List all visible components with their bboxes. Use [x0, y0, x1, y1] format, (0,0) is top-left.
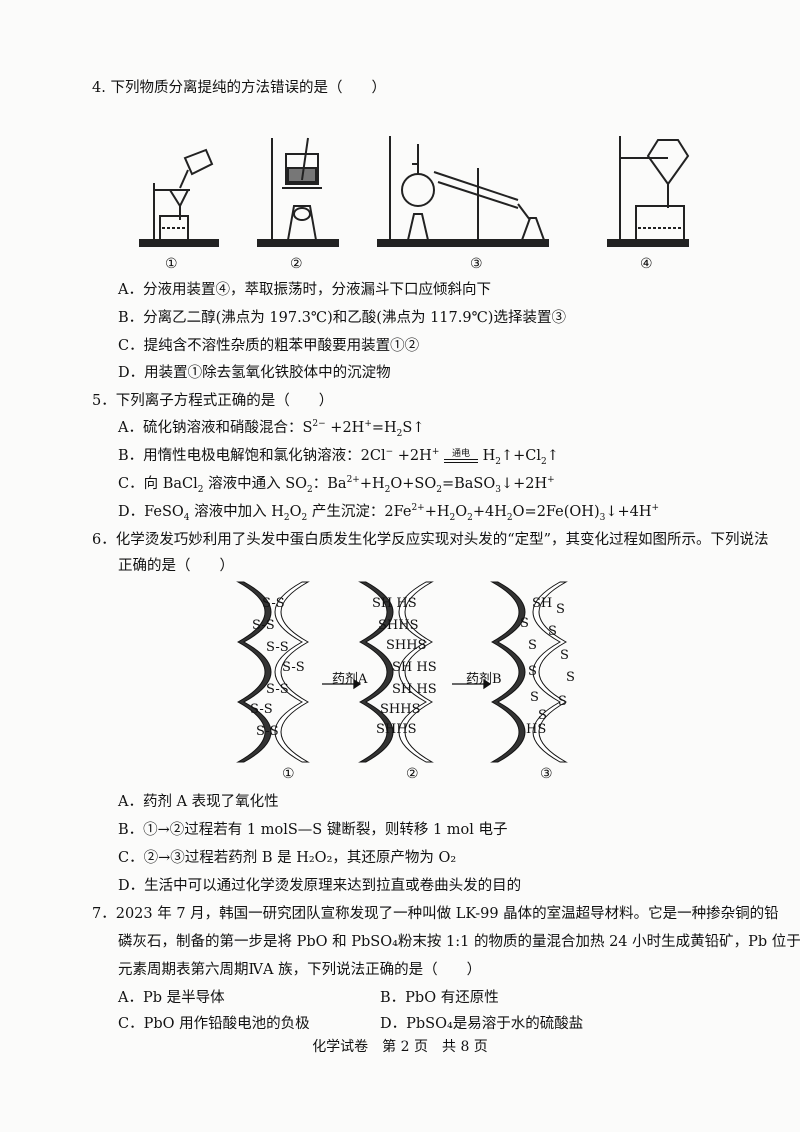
question-4-stem: 4. 下列物质分离提纯的方法错误的是（ ）	[92, 80, 386, 96]
q5-option-b: B．用惰性电极电解饱和氯化钠溶液：2Cl− +2H+ 通电 H2↑+Cl2↑	[118, 447, 559, 467]
bond-label: SHHS	[378, 618, 419, 633]
bond-label: SH HS	[392, 660, 437, 675]
bond-label: S	[520, 616, 529, 631]
q6-option-d: D．生活中可以通过化学烫发原理来达到拉直或卷曲头发的目的	[118, 878, 522, 894]
agent-a-label: 药剂A	[332, 672, 368, 687]
bond-label: S	[548, 624, 557, 639]
apparatus-4-separatory-funnel	[607, 136, 690, 247]
q5-option-c: C．向 BaCl2 溶液中通入 SO2：Ba2++H2O+SO2=BaSO3↓+…	[118, 475, 555, 495]
bond-label: S	[558, 694, 567, 709]
bond-label: S-S	[252, 618, 275, 633]
q5-option-a: A．硫化钠溶液和硝酸混合：S2− +2H+=H2S↑	[118, 419, 425, 439]
apparatus-label-4: ④	[640, 256, 653, 272]
question-7-stem-3: 元素周期表第六周期ⅣA 族，下列说法正确的是（ ）	[118, 962, 482, 978]
q7-option-b: B．PbO 有还原性	[380, 990, 499, 1006]
hair-helix-figure	[236, 581, 568, 763]
q4-option-c: C．提纯含不溶性杂质的粗苯甲酸要用装置①②	[118, 338, 420, 354]
question-6-stem-2: 正确的是（ ）	[118, 558, 234, 574]
bond-label: S-S	[266, 682, 289, 697]
helix-label-2: ②	[406, 766, 419, 782]
q5-option-d: D．FeSO4 溶液中加入 H2O2 产生沉淀：2Fe2++H2O2+4H2O=…	[118, 503, 660, 523]
bond-label: SHHS	[376, 722, 417, 737]
q7-option-c: C．PbO 用作铅酸电池的负极	[118, 1016, 310, 1032]
q6-option-a: A．药剂 A 表现了氧化性	[118, 794, 279, 810]
bond-label: SH HS	[372, 596, 417, 611]
q6-option-c: C．②→③过程若药剂 B 是 H₂O₂，其还原产物为 O₂	[118, 850, 457, 866]
bond-label: S	[528, 638, 537, 653]
bond-label: S-S	[282, 660, 305, 675]
q6-option-b: B．①→②过程若有 1 molS—S 键断裂，则转移 1 mol 电子	[118, 822, 508, 838]
q4-option-b: B．分离乙二醇(沸点为 197.3℃)和乙酸(沸点为 117.9℃)选择装置③	[118, 310, 566, 326]
bond-label: S	[560, 648, 569, 663]
apparatus-2-heating	[257, 137, 339, 247]
question-7-stem-1: 7．2023 年 7 月，韩国一研究团队宣称发现了一种叫做 LK-99 晶体的室…	[92, 906, 779, 922]
apparatus-figure	[139, 136, 690, 247]
agent-b-label: 药剂B	[466, 672, 502, 687]
bond-label: S-S	[250, 702, 273, 717]
q4-option-d: D．用装置①除去氢氧化铁胶体中的沉淀物	[118, 365, 391, 381]
question-6-stem-1: 6．化学烫发巧妙利用了头发中蛋白质发生化学反应实现对头发的“定型”，其变化过程如…	[92, 532, 769, 548]
bond-label: S-S	[266, 640, 289, 655]
q7-option-a: A．Pb 是半导体	[118, 990, 225, 1006]
page-footer: 化学试卷 第 2 页 共 8 页	[312, 1039, 488, 1055]
bond-label: HS	[526, 722, 547, 737]
bond-label: S	[538, 708, 547, 723]
bond-label: S-S	[262, 596, 285, 611]
question-7-stem-2: 磷灰石，制备的第一步是将 PbO 和 PbSO₄粉末按 1:1 的物质的量混合加…	[118, 934, 800, 950]
bond-label: S	[528, 664, 537, 679]
apparatus-label-2: ②	[290, 256, 303, 272]
bond-label: S	[530, 690, 539, 705]
helix-label-1: ①	[282, 766, 295, 782]
bond-label: SHHS	[386, 638, 427, 653]
q4-option-a: A．分液用装置④，萃取振荡时，分液漏斗下口应倾斜向下	[118, 282, 491, 298]
apparatus-1-filtration	[139, 148, 219, 247]
question-5-stem: 5．下列离子方程式正确的是（ ）	[92, 393, 334, 409]
bond-label: SH HS	[392, 682, 437, 697]
apparatus-label-3: ③	[470, 256, 483, 272]
apparatus-label-1: ①	[165, 256, 178, 272]
bond-label: SHHS	[380, 702, 421, 717]
q7-option-d: D．PbSO₄是易溶于水的硫酸盐	[380, 1016, 584, 1032]
bond-label: S	[556, 602, 565, 617]
apparatus-3-distillation	[377, 136, 549, 247]
helix-label-3: ③	[540, 766, 553, 782]
bond-label: SH	[532, 596, 553, 611]
bond-label: S	[566, 670, 575, 685]
bond-label: S-S	[256, 724, 279, 739]
